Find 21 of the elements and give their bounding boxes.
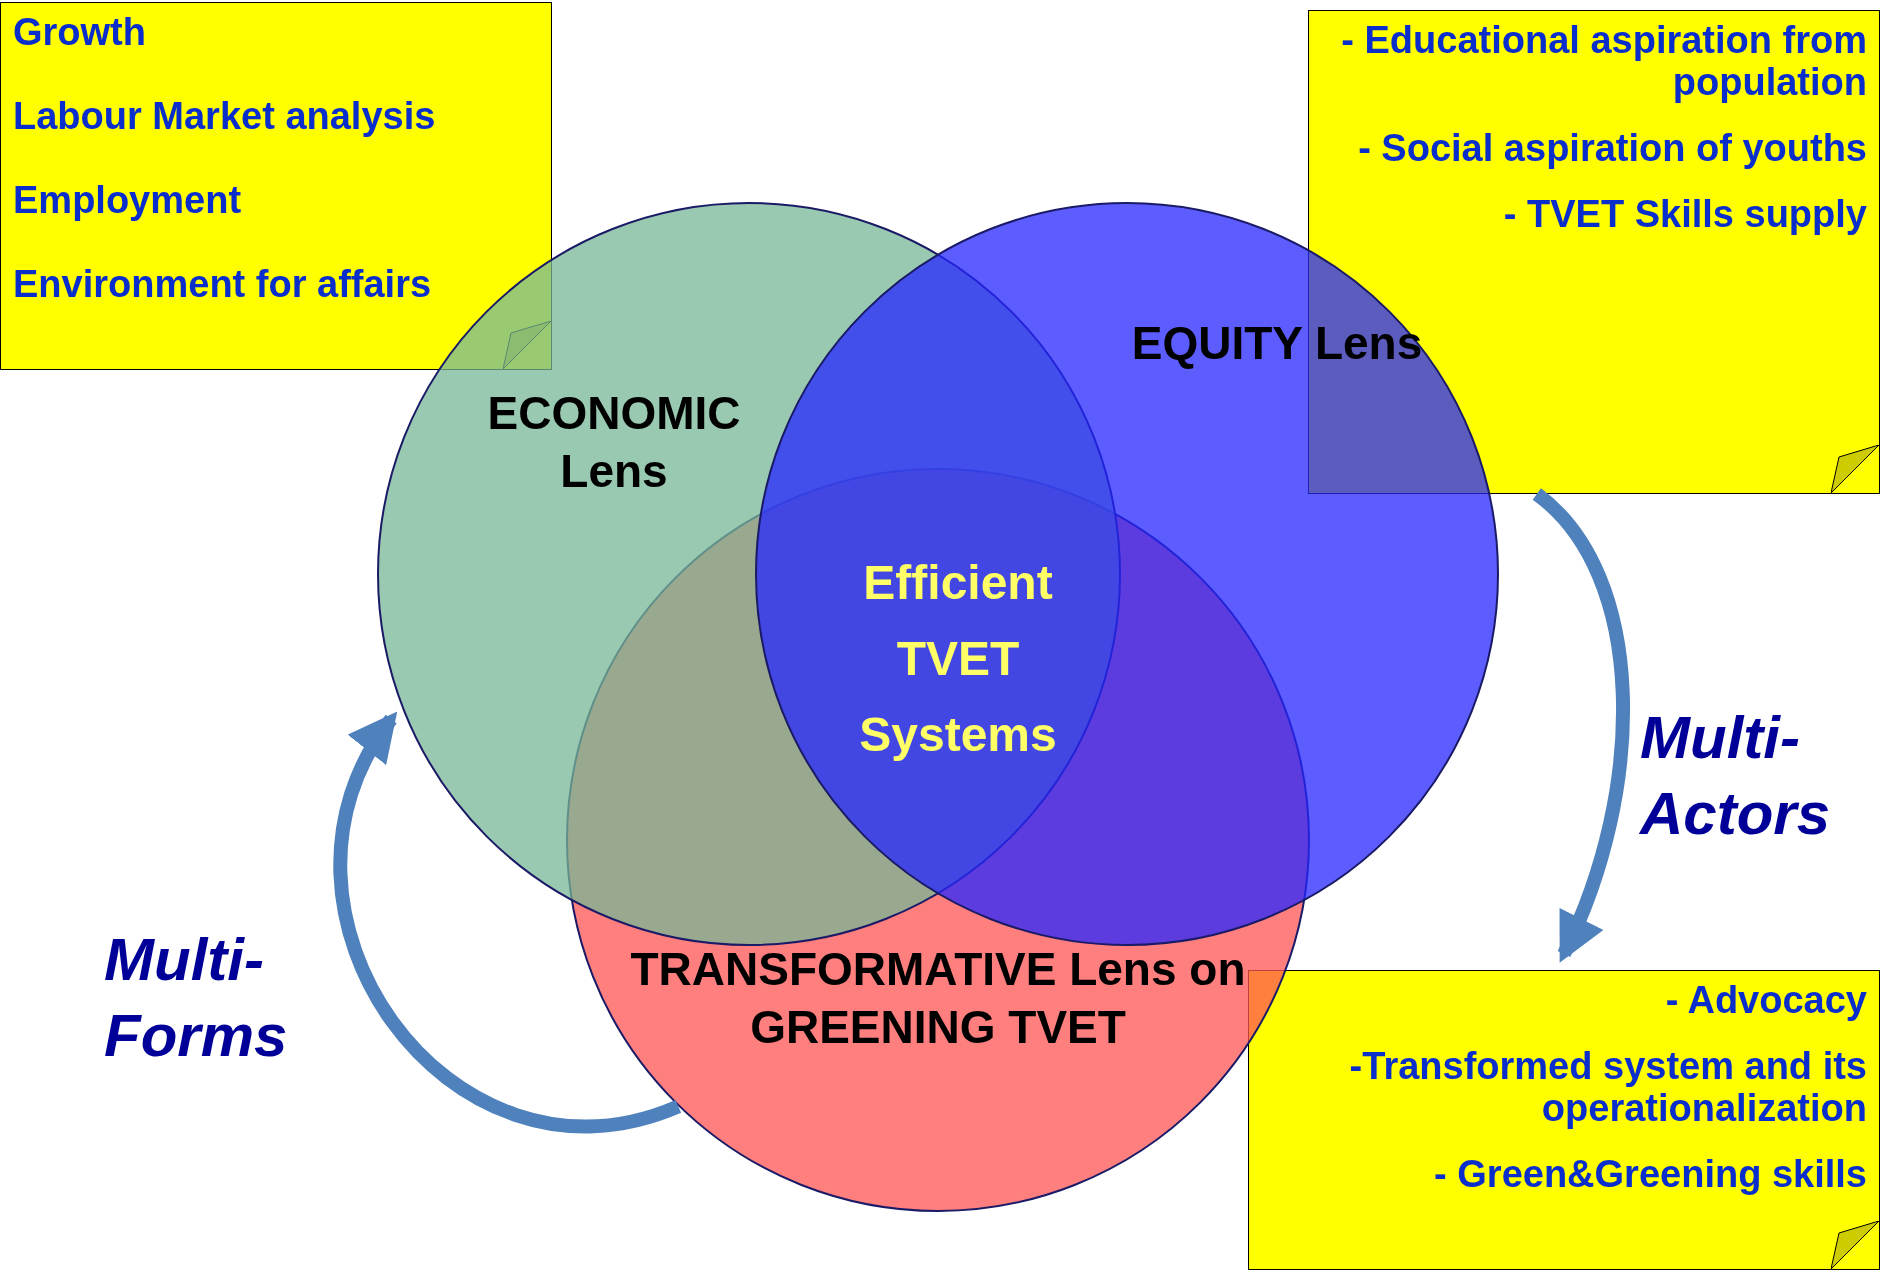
- sticky-note: [1248, 970, 1880, 1270]
- note-text: Environment for affairs: [13, 263, 432, 305]
- note-text: -Transformed system and its operationalization: [1348, 1045, 1867, 1129]
- note-text: - Green&Greening skills: [1434, 1153, 1867, 1195]
- curved-arrow: [333, 710, 681, 1133]
- note-text: - TVET Skills supply: [1503, 193, 1867, 235]
- circle-label: EQUITY Lens: [1130, 316, 1424, 371]
- note-text: - Social aspiration of youths: [1358, 127, 1867, 169]
- note-text: Growth: [13, 11, 146, 53]
- side-label: Multi-Actors: [1640, 703, 1832, 849]
- note-text: Employment: [13, 179, 242, 221]
- side-label: Multi-Forms: [104, 925, 289, 1071]
- circle-label: ECONOMIC Lens: [486, 386, 742, 499]
- note-text: - Educational aspiration from population: [1340, 19, 1867, 103]
- curved-arrow: [1532, 488, 1630, 963]
- note-text: Labour Market analysis: [13, 95, 436, 137]
- note-text: - Advocacy: [1665, 979, 1867, 1021]
- center-label: Efficient TVET Systems: [858, 555, 1058, 763]
- circle-label: TRANSFORMATIVE Lens on GREENING TVET: [629, 942, 1247, 1055]
- sticky-note: [1308, 10, 1880, 494]
- sticky-note: [0, 2, 552, 370]
